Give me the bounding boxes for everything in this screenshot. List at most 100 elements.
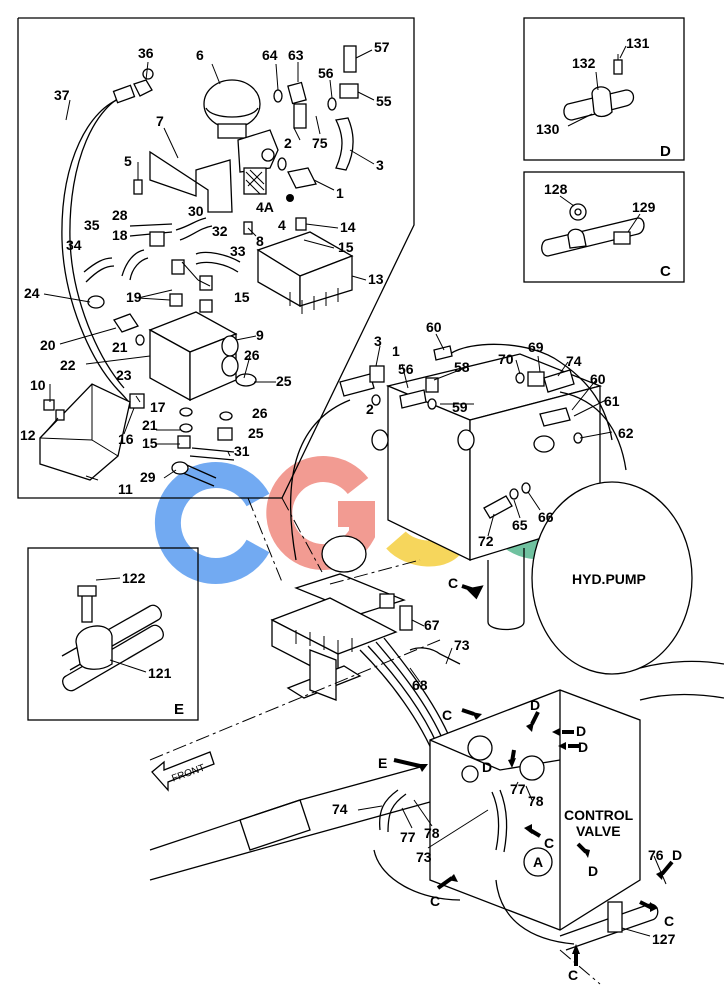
callout: 22: [60, 357, 76, 373]
callout: 60: [426, 319, 442, 335]
callout: 28: [112, 207, 128, 223]
callout: 11: [118, 481, 133, 497]
detail-view-letter-d: D: [660, 143, 671, 160]
callout: 26: [252, 405, 268, 421]
callout: 74: [332, 801, 348, 817]
arrow-letter: D: [578, 739, 588, 755]
callout: 73: [416, 849, 432, 865]
pump-fittings: [339, 345, 583, 519]
arrow-letter: E: [378, 755, 387, 771]
callout: 73: [454, 637, 470, 653]
callout: 131: [626, 35, 650, 51]
callout: 29: [140, 469, 156, 485]
arrow-letter: D: [530, 697, 540, 713]
callout: 78: [424, 825, 440, 841]
callout: 121: [148, 665, 172, 681]
callout: 56: [318, 65, 334, 81]
callout: 63: [288, 47, 304, 63]
control-valve-label-line1: CONTROL: [564, 807, 634, 823]
callout: 34: [66, 237, 82, 253]
callout: 72: [478, 533, 494, 549]
detail-view-letter-e: E: [174, 701, 184, 718]
callout: 1: [336, 185, 344, 201]
callout: 31: [234, 443, 250, 459]
callout: 57: [374, 39, 390, 55]
callout: 19: [126, 289, 142, 305]
callout: 122: [122, 570, 146, 586]
callout: 2: [366, 401, 374, 417]
callout: 56: [398, 361, 414, 377]
main-detail-box: [17, 17, 415, 499]
callout: 5: [124, 153, 132, 169]
callout: 66: [538, 509, 554, 525]
callout: 59: [452, 399, 468, 415]
arrow-letter: C: [568, 967, 578, 983]
callout: 6: [196, 47, 204, 63]
callout: 3: [374, 333, 382, 349]
detail-view-letter-c: C: [660, 263, 671, 280]
callout: 30: [188, 203, 204, 219]
callout: 130: [536, 121, 560, 137]
callout: 23: [116, 367, 132, 383]
arrow-letter: C: [544, 835, 554, 851]
arrow-letter: D: [482, 759, 492, 775]
accumulator-6: [203, 79, 261, 139]
callout: 25: [248, 425, 264, 441]
callout: 26: [244, 347, 260, 363]
pilot-filter-block: [237, 129, 279, 195]
callout: 10: [30, 377, 46, 393]
manifold-9: [148, 311, 239, 402]
arrow-letter: C: [430, 893, 440, 909]
callout: 64: [262, 47, 278, 63]
callout: 76: [648, 847, 664, 863]
arrow-letter: C: [664, 913, 674, 929]
callout: 127: [652, 931, 676, 947]
callout: 78: [528, 793, 544, 809]
callout: 15: [234, 289, 250, 305]
arrow-letter: C: [448, 575, 458, 591]
callout: 12: [20, 427, 36, 443]
callout: 37: [54, 87, 70, 103]
callout: 21: [142, 417, 158, 433]
callout: 2: [284, 135, 292, 151]
callout: 21: [112, 339, 128, 355]
callout: 60: [590, 371, 606, 387]
callout: 14: [340, 219, 356, 235]
callout: 9: [256, 327, 264, 343]
callout: 69: [528, 339, 544, 355]
detail-box-c: [523, 171, 685, 283]
callout: 17: [150, 399, 166, 415]
control-valve-label-line2: VALVE: [576, 823, 621, 839]
callout: 70: [498, 351, 514, 367]
callout: 61: [604, 393, 620, 409]
callout: 1: [392, 343, 400, 359]
callout: 55: [376, 93, 392, 109]
callout: 58: [454, 359, 470, 375]
callout: 75: [312, 135, 328, 151]
callout: 24: [24, 285, 40, 301]
small-fittings: [87, 179, 307, 449]
circle-a-label: A: [533, 854, 543, 870]
callout: 65: [512, 517, 528, 533]
arrow-letter: D: [588, 863, 598, 879]
callout: 32: [212, 223, 228, 239]
callout: 77: [510, 781, 526, 797]
callout: 36: [138, 45, 154, 61]
callout: 67: [424, 617, 440, 633]
callout: 33: [230, 243, 246, 259]
bracket-11: [39, 383, 131, 481]
callout: 77: [400, 829, 416, 845]
detail-box-d: [523, 17, 685, 161]
main-assembly: [149, 333, 724, 985]
fittings-upper: [273, 45, 359, 189]
callout: 129: [632, 199, 656, 215]
callout: 132: [572, 55, 596, 71]
solenoid-block-13: [256, 231, 354, 314]
callout: 15: [142, 435, 158, 451]
callout: 18: [112, 227, 128, 243]
callout: 20: [40, 337, 56, 353]
front-arrow: FRONT: [151, 751, 215, 792]
callout: 8: [256, 233, 264, 249]
callout: 3: [376, 157, 384, 173]
